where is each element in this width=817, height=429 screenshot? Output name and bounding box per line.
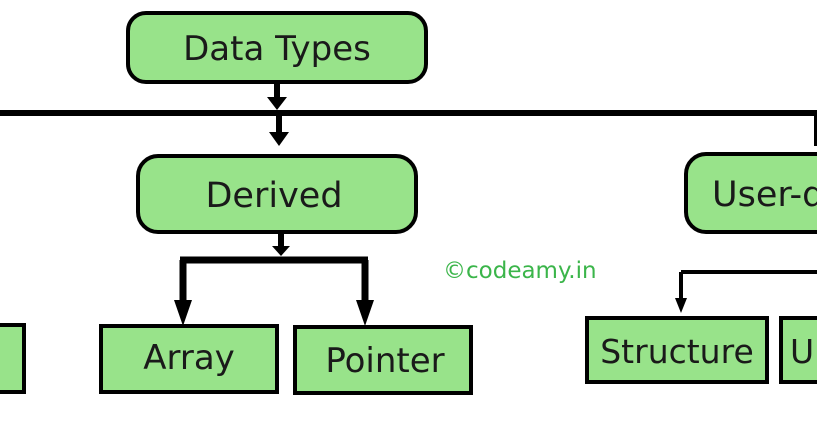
node-user-defined: User-d (684, 152, 817, 234)
pointer-arrow-head (356, 300, 374, 326)
node-pointer-label: Pointer (325, 341, 444, 381)
node-pointer: Pointer (293, 325, 473, 395)
watermark-text: ©codeamy.in (443, 258, 597, 284)
structure-arrow-head (675, 298, 687, 313)
node-user-defined-label: User-d (712, 175, 817, 215)
derived-down-arrow-head (272, 246, 290, 256)
node-array: Array (99, 324, 279, 394)
connectors (0, 82, 817, 326)
node-derived-label: Derived (205, 176, 342, 216)
derived-arrow-head (269, 132, 289, 146)
node-array-label: Array (143, 338, 235, 378)
node-root-label: Data Types (183, 29, 371, 69)
node-structure-label: Structure (600, 332, 754, 371)
node-partial-left (0, 323, 26, 394)
node-partial-right-label: U (790, 332, 814, 371)
node-derived: Derived (136, 154, 418, 234)
node-root: Data Types (126, 11, 428, 84)
node-structure: Structure (585, 316, 769, 384)
node-partial-right: U (779, 316, 817, 384)
array-arrow-head (174, 300, 192, 326)
root-arrow-head (267, 97, 287, 110)
